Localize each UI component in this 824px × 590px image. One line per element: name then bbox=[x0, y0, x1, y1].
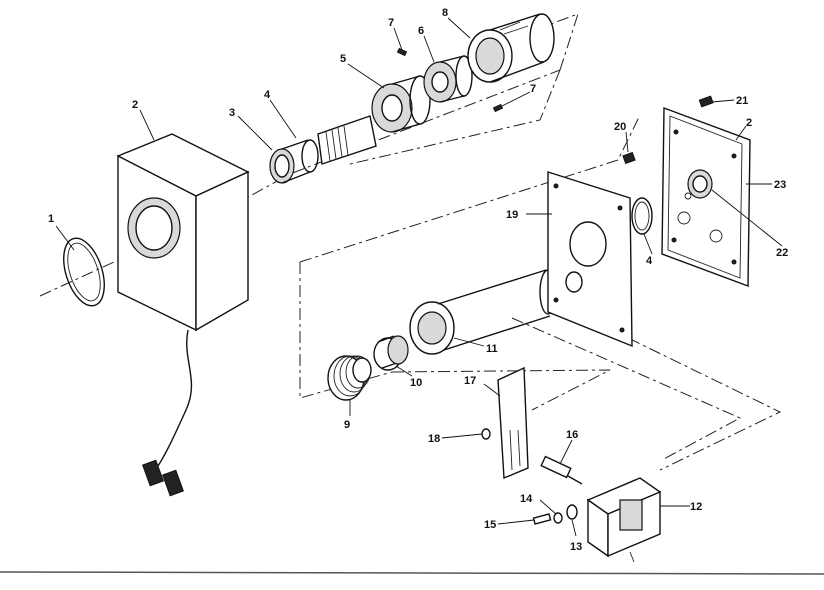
part-collar bbox=[423, 55, 473, 103]
callout-20: 20 bbox=[614, 121, 626, 133]
part-solenoid bbox=[586, 477, 662, 563]
callout-21: 21 bbox=[736, 95, 748, 107]
callout-4-second: 4 bbox=[646, 255, 653, 267]
callout-22: 22 bbox=[776, 247, 788, 259]
callout-7: 7 bbox=[388, 17, 394, 29]
callout-7-second: 7 bbox=[530, 83, 536, 95]
part-o-ring bbox=[631, 197, 653, 235]
part-cover-plate bbox=[661, 106, 751, 288]
part-spring-coil bbox=[327, 355, 372, 401]
part-mounting-plate bbox=[547, 171, 633, 348]
callout-4: 4 bbox=[264, 89, 271, 101]
callout-14: 14 bbox=[520, 493, 533, 505]
part-bushing bbox=[269, 139, 319, 184]
callout-12: 12 bbox=[690, 501, 702, 513]
callout-15: 15 bbox=[484, 519, 496, 531]
leader-lines bbox=[55, 17, 783, 537]
part-pins bbox=[396, 47, 504, 113]
callout-8: 8 bbox=[442, 7, 448, 19]
callout-9: 9 bbox=[344, 419, 350, 431]
callout-17: 17 bbox=[464, 375, 476, 387]
callout-11: 11 bbox=[486, 343, 498, 355]
part-gasket-ring bbox=[63, 237, 105, 307]
page-baseline bbox=[0, 571, 824, 575]
part-drive-shaft bbox=[317, 75, 431, 165]
callout-2-second: 2 bbox=[746, 117, 752, 129]
callout-10: 10 bbox=[410, 377, 422, 389]
callout-5: 5 bbox=[340, 53, 346, 65]
part-sleeve-ring bbox=[373, 335, 409, 371]
part-bracket bbox=[497, 366, 529, 480]
part-gear-housing bbox=[467, 13, 555, 83]
callout-2: 2 bbox=[132, 99, 138, 111]
part-fasteners bbox=[532, 504, 578, 525]
callout-16: 16 bbox=[566, 429, 578, 441]
callout-6: 6 bbox=[418, 25, 424, 37]
callout-13: 13 bbox=[570, 541, 582, 553]
part-small-washer bbox=[481, 428, 491, 440]
part-screw-cover bbox=[698, 95, 714, 108]
callout-19: 19 bbox=[506, 209, 518, 221]
callout-18: 18 bbox=[428, 433, 440, 445]
callout-1: 1 bbox=[48, 213, 54, 225]
part-screw-top bbox=[622, 151, 636, 165]
callout-labels: 1 2 3 4 5 6 7 8 7 2 4 9 10 11 12 13 14 1… bbox=[48, 7, 788, 553]
callout-3: 3 bbox=[229, 107, 235, 119]
part-enclosure-box bbox=[116, 133, 250, 497]
callout-23: 23 bbox=[774, 179, 786, 191]
part-shaft-assembly bbox=[409, 269, 557, 355]
part-plunger-pin bbox=[540, 455, 583, 485]
